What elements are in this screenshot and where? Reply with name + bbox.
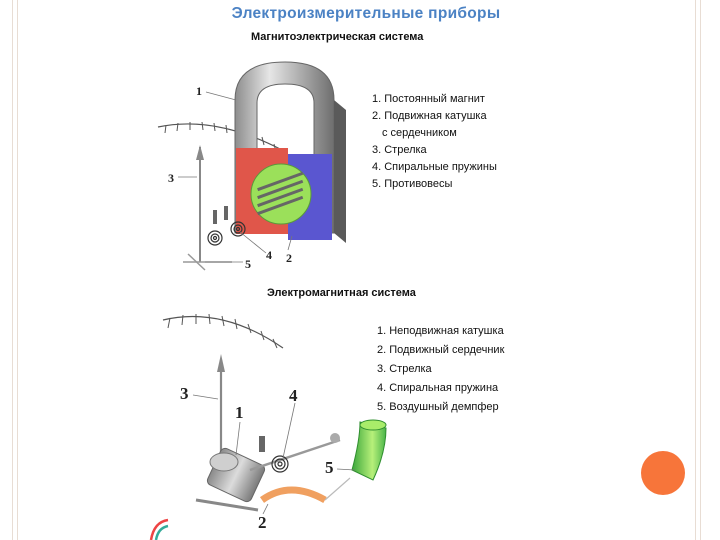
page-title: Электроизмерительные приборы	[231, 5, 501, 22]
electromagnetic-diagram	[162, 313, 387, 515]
corner-decoration	[149, 518, 169, 540]
electromagnetic-legend: 1. Неподвижная катушка 2. Подвижный серд…	[377, 322, 504, 417]
coil-windings	[257, 171, 304, 216]
frame-line-left	[12, 0, 13, 540]
frame-line-right	[695, 0, 696, 540]
top-scale-arc	[157, 123, 283, 151]
bottom-callout-4: 4	[289, 386, 298, 405]
legend-item: 1. Постоянный магнит	[372, 93, 485, 105]
legend-item: 4. Спиральные пружины	[372, 161, 497, 173]
accent-circle	[641, 451, 685, 495]
top-callout-1: 1	[196, 84, 202, 98]
top-callout-5: 5	[245, 257, 251, 271]
legend-item: 2. Подвижный сердечник	[377, 344, 505, 356]
top-callout-3: 3	[168, 171, 174, 185]
moving-coil	[250, 163, 312, 225]
top-counterweight	[213, 210, 217, 224]
legend-item: с сердечником	[382, 127, 457, 139]
magnet-side	[334, 100, 346, 243]
legend-item: 3. Стрелка	[377, 363, 432, 375]
air-damper	[351, 421, 387, 481]
bottom-pointer-tip	[217, 354, 225, 372]
frame-line-left-inner	[17, 0, 18, 540]
top-scale-ticks	[164, 121, 277, 153]
bottom-callout-2: 2	[258, 513, 267, 532]
bottom-callout-3: 3	[180, 384, 189, 403]
bottom-callout-5: 5	[325, 458, 334, 477]
bottom-callout-1: 1	[235, 403, 244, 422]
top-springs	[207, 221, 246, 246]
legend-item: 5. Воздушный демпфер	[377, 401, 499, 413]
legend-item: 5. Противовесы	[372, 178, 453, 190]
top-callout-2: 2	[286, 251, 292, 265]
magnetoelectric-subtitle: Магнитоэлектрическая система	[251, 31, 424, 43]
moving-core	[259, 486, 327, 504]
bottom-scale-ticks	[167, 313, 278, 349]
legend-item: 2. Подвижная катушка	[372, 110, 487, 122]
legend-item: 3. Стрелка	[372, 144, 427, 156]
legend-item: 1. Неподвижная катушка	[377, 325, 504, 337]
magnetoelectric-diagram	[157, 61, 346, 271]
frame-line-right-inner	[700, 0, 701, 540]
magnetoelectric-legend: 1. Постоянный магнит 2. Подвижная катушк…	[372, 91, 497, 193]
top-leader-lines	[178, 91, 293, 263]
top-callout-4: 4	[266, 248, 272, 262]
electromagnetic-subtitle: Электромагнитная система	[267, 287, 416, 299]
bottom-leader-lines	[192, 394, 356, 515]
legend-item: 4. Спиральная пружина	[377, 382, 499, 394]
bottom-spring	[271, 455, 289, 473]
top-pointer-tip	[196, 145, 204, 160]
